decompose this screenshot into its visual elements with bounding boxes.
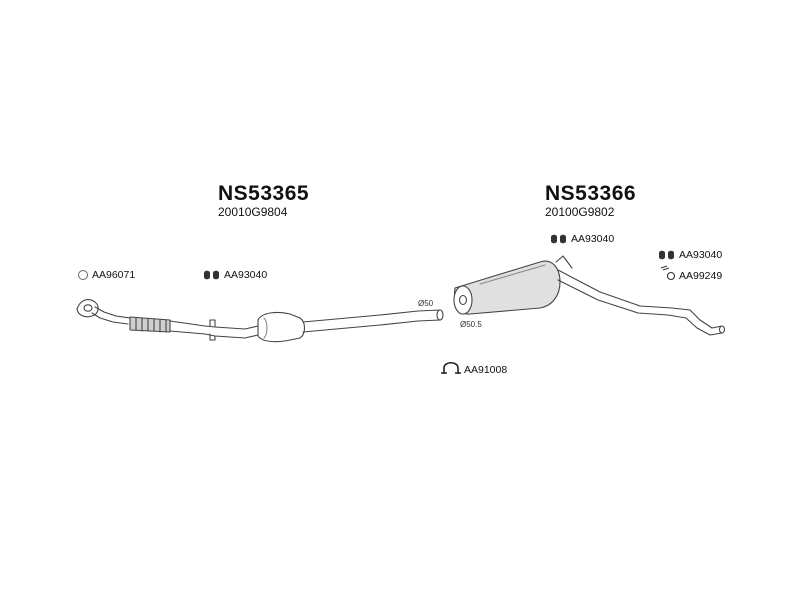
- part-label-hanger: AA99249: [679, 270, 723, 282]
- clamps-icon: [659, 250, 674, 260]
- clamps-icon: [204, 270, 219, 280]
- flex-section: [129, 316, 171, 333]
- part-label-clamps-rear-top: AA93040: [571, 233, 615, 245]
- hanger-icon: [660, 265, 676, 281]
- assembly-title-front: NS53365: [218, 182, 310, 205]
- front-pipe: [91, 306, 131, 325]
- u-clamp-icon: [441, 361, 461, 374]
- part-label-u-clamp: AA91008: [464, 364, 508, 376]
- part-label-clamps-front: AA93040: [224, 269, 268, 281]
- tail-pipe: [557, 269, 723, 336]
- part-label-clamps-rear-side: AA93040: [679, 249, 723, 261]
- clamps-icon: [551, 234, 566, 244]
- rear-silencer: [453, 260, 561, 315]
- mid-pipe-front: [169, 320, 259, 339]
- part-label-ring: AA96071: [92, 269, 136, 281]
- assembly-title-rear: NS53366: [545, 182, 637, 205]
- assembly-ref-rear: 20100G9802: [545, 205, 615, 219]
- diameter-label-front: Ø50: [418, 299, 434, 308]
- assembly-ref-front: 20010G9804: [218, 205, 288, 219]
- front-flange: [76, 299, 99, 318]
- diameter-label-rear: Ø50.5: [460, 320, 482, 329]
- intermediate-pipe: [302, 309, 441, 333]
- rear-silencer-hanger: [555, 255, 573, 269]
- ring-icon: [78, 270, 88, 280]
- front-hanger: [209, 319, 216, 341]
- front-silencer: [257, 311, 306, 343]
